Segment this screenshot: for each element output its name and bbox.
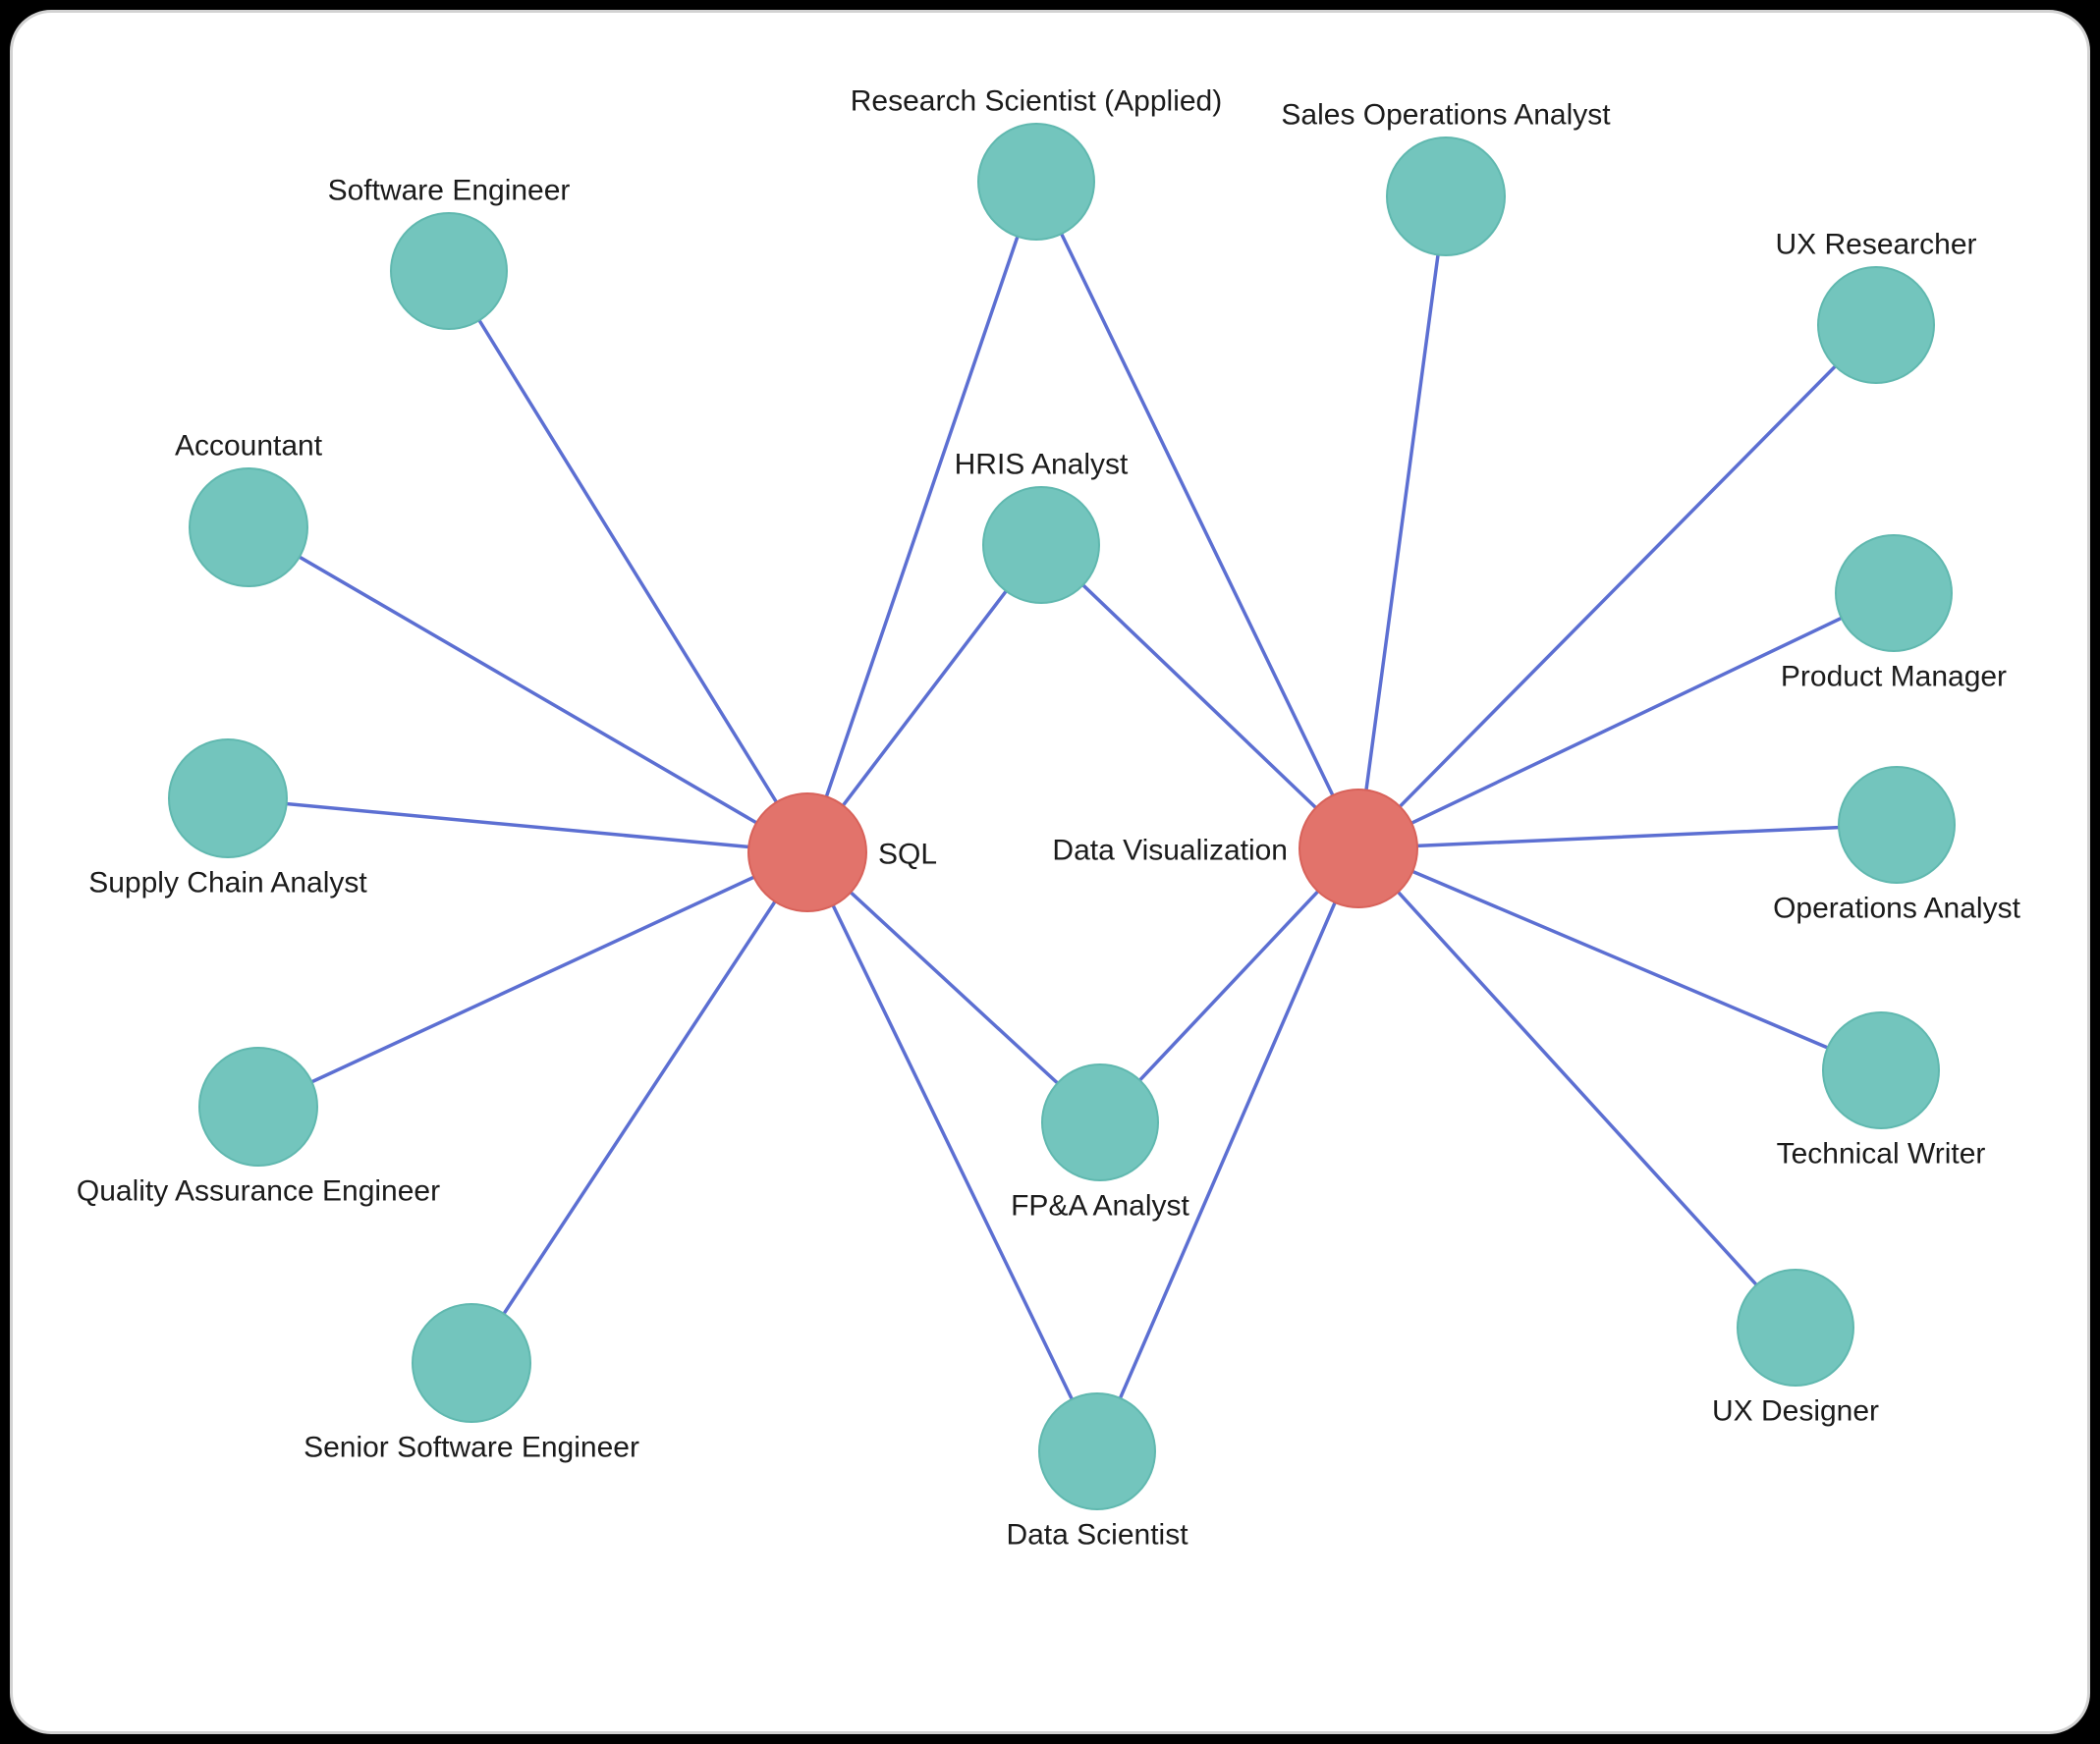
graph-node-operations-analyst[interactable] xyxy=(1838,766,1956,884)
graph-edge-data-visualization-product-manager xyxy=(1356,591,1896,850)
graph-edge-sql-software-engineer xyxy=(447,269,809,854)
graph-node-label-data-visualization: Data Visualization xyxy=(1052,835,1288,867)
graph-node-label-accountant: Accountant xyxy=(175,430,323,463)
graph-edge-sql-data-scientist xyxy=(805,850,1099,1453)
graph-node-sql[interactable] xyxy=(747,792,867,912)
labels-layer: SQL Data Visualization Software Engineer Re… xyxy=(77,85,2021,1552)
graph-edge-sql-quality-assurance-engineer xyxy=(256,850,809,1109)
graph-node-quality-assurance-engineer[interactable] xyxy=(198,1047,318,1167)
graph-node-label-product-manager: Product Manager xyxy=(1781,661,2007,693)
graph-node-software-engineer[interactable] xyxy=(390,212,508,330)
graph-node-research-scientist-applied[interactable] xyxy=(977,123,1095,241)
graph-node-data-scientist[interactable] xyxy=(1038,1392,1156,1510)
graph-node-label-ux-researcher: UX Researcher xyxy=(1775,229,1976,261)
graph-node-label-software-engineer: Software Engineer xyxy=(328,175,571,207)
graph-edge-sql-research-scientist-applied xyxy=(805,180,1038,854)
graph-node-supply-chain-analyst[interactable] xyxy=(168,738,288,858)
nodes-layer xyxy=(168,123,1956,1510)
graph-edge-data-visualization-sales-operations-analyst xyxy=(1356,194,1448,850)
graph-node-label-operations-analyst: Operations Analyst xyxy=(1773,893,2020,925)
graph-node-label-ux-designer: UX Designer xyxy=(1712,1395,1879,1428)
graph-node-label-fpa-analyst: FP&A Analyst xyxy=(1011,1190,1189,1223)
graph-edge-data-visualization-hris-analyst xyxy=(1039,543,1360,850)
graph-edge-sql-hris-analyst xyxy=(805,543,1043,854)
graph-node-label-senior-software-engineer: Senior Software Engineer xyxy=(304,1432,639,1464)
graph-edge-sql-senior-software-engineer xyxy=(470,850,809,1365)
graph-node-label-quality-assurance-engineer: Quality Assurance Engineer xyxy=(77,1175,440,1208)
graph-node-label-supply-chain-analyst: Supply Chain Analyst xyxy=(88,867,367,899)
graph-node-label-data-scientist: Data Scientist xyxy=(1006,1519,1188,1552)
graph-node-hris-analyst[interactable] xyxy=(982,486,1100,604)
graph-edge-data-visualization-operations-analyst xyxy=(1356,823,1899,850)
graph-node-ux-researcher[interactable] xyxy=(1817,266,1935,384)
graph-node-product-manager[interactable] xyxy=(1835,534,1953,652)
graph-edge-data-visualization-fpa-analyst xyxy=(1098,846,1360,1124)
graph-node-label-research-scientist-applied: Research Scientist (Applied) xyxy=(851,85,1223,118)
edges-layer xyxy=(226,180,1899,1453)
graph-node-accountant[interactable] xyxy=(189,467,308,587)
graph-node-senior-software-engineer[interactable] xyxy=(412,1303,531,1423)
graph-edge-sql-supply-chain-analyst xyxy=(226,796,809,854)
graph-edge-data-visualization-data-scientist xyxy=(1095,846,1360,1453)
graph-edge-data-visualization-ux-designer xyxy=(1356,846,1797,1330)
graph-node-sales-operations-analyst[interactable] xyxy=(1386,136,1506,256)
graph-node-label-technical-writer: Technical Writer xyxy=(1777,1138,1986,1171)
graph-edge-sql-fpa-analyst xyxy=(805,850,1102,1124)
graph-edge-data-visualization-technical-writer xyxy=(1356,846,1883,1072)
graph-node-label-sql: SQL xyxy=(878,839,937,871)
graph-edge-data-visualization-ux-researcher xyxy=(1356,323,1878,850)
graph-node-fpa-analyst[interactable] xyxy=(1041,1063,1159,1181)
graph-node-ux-designer[interactable] xyxy=(1737,1269,1854,1387)
graph-node-technical-writer[interactable] xyxy=(1822,1011,1940,1129)
graph-node-label-sales-operations-analyst: Sales Operations Analyst xyxy=(1281,99,1611,132)
graph-edge-data-visualization-research-scientist-applied xyxy=(1034,180,1360,850)
graph-node-label-hris-analyst: HRIS Analyst xyxy=(955,449,1129,481)
graph-node-data-visualization[interactable] xyxy=(1299,789,1418,908)
graph-edge-sql-accountant xyxy=(247,525,809,854)
